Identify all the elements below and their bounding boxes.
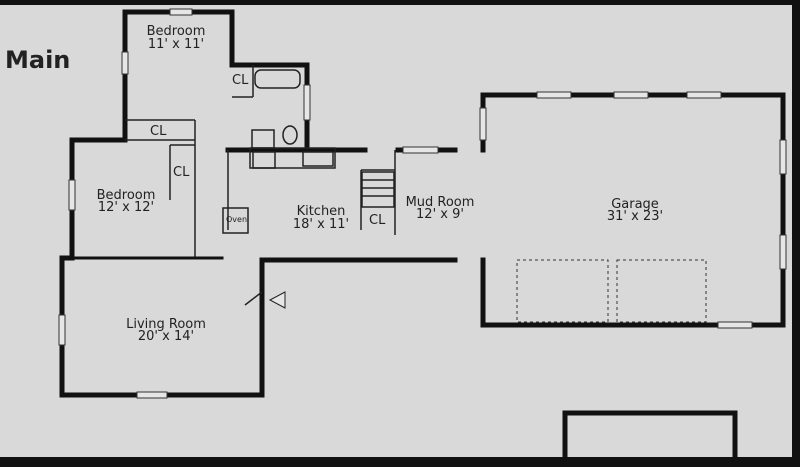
- garage-size: 31' x 23': [607, 209, 663, 224]
- entry-arrow-icon: [268, 291, 286, 309]
- closet-label: CL: [232, 73, 249, 88]
- garage-name: Garage: [611, 197, 659, 212]
- stove: [252, 151, 276, 169]
- sink: [251, 129, 275, 149]
- kitchen-sink: [302, 151, 334, 167]
- living-room-size: 20' x 14': [138, 329, 194, 344]
- living-room-name: Living Room: [126, 317, 206, 332]
- bedroom2-size: 12' x 12': [98, 200, 154, 215]
- stairs: [361, 171, 395, 208]
- bedroom1-size: 11' x 11': [148, 37, 204, 52]
- floor-title: Main: [5, 46, 70, 74]
- kitchen-size: 18' x 11': [293, 217, 349, 232]
- windows: [58, 8, 787, 399]
- mudroom-size: 12' x 9': [416, 207, 464, 222]
- fixtures: [244, 69, 395, 309]
- oven-label: Oven: [226, 215, 247, 224]
- bedroom2-name: Bedroom: [97, 188, 156, 203]
- closet-label: CL: [173, 165, 190, 180]
- closet-label: CL: [150, 124, 167, 139]
- bedroom1-name: Bedroom: [147, 24, 206, 39]
- garage-doors: [516, 259, 707, 323]
- paper: [0, 5, 792, 457]
- bathtub: [254, 69, 301, 89]
- kitchen-name: Kitchen: [297, 204, 346, 219]
- adjacent-structure: [562, 410, 738, 466]
- mudroom-name: Mud Room: [406, 195, 475, 210]
- closet-label: CL: [369, 213, 386, 228]
- toilet: [282, 125, 298, 145]
